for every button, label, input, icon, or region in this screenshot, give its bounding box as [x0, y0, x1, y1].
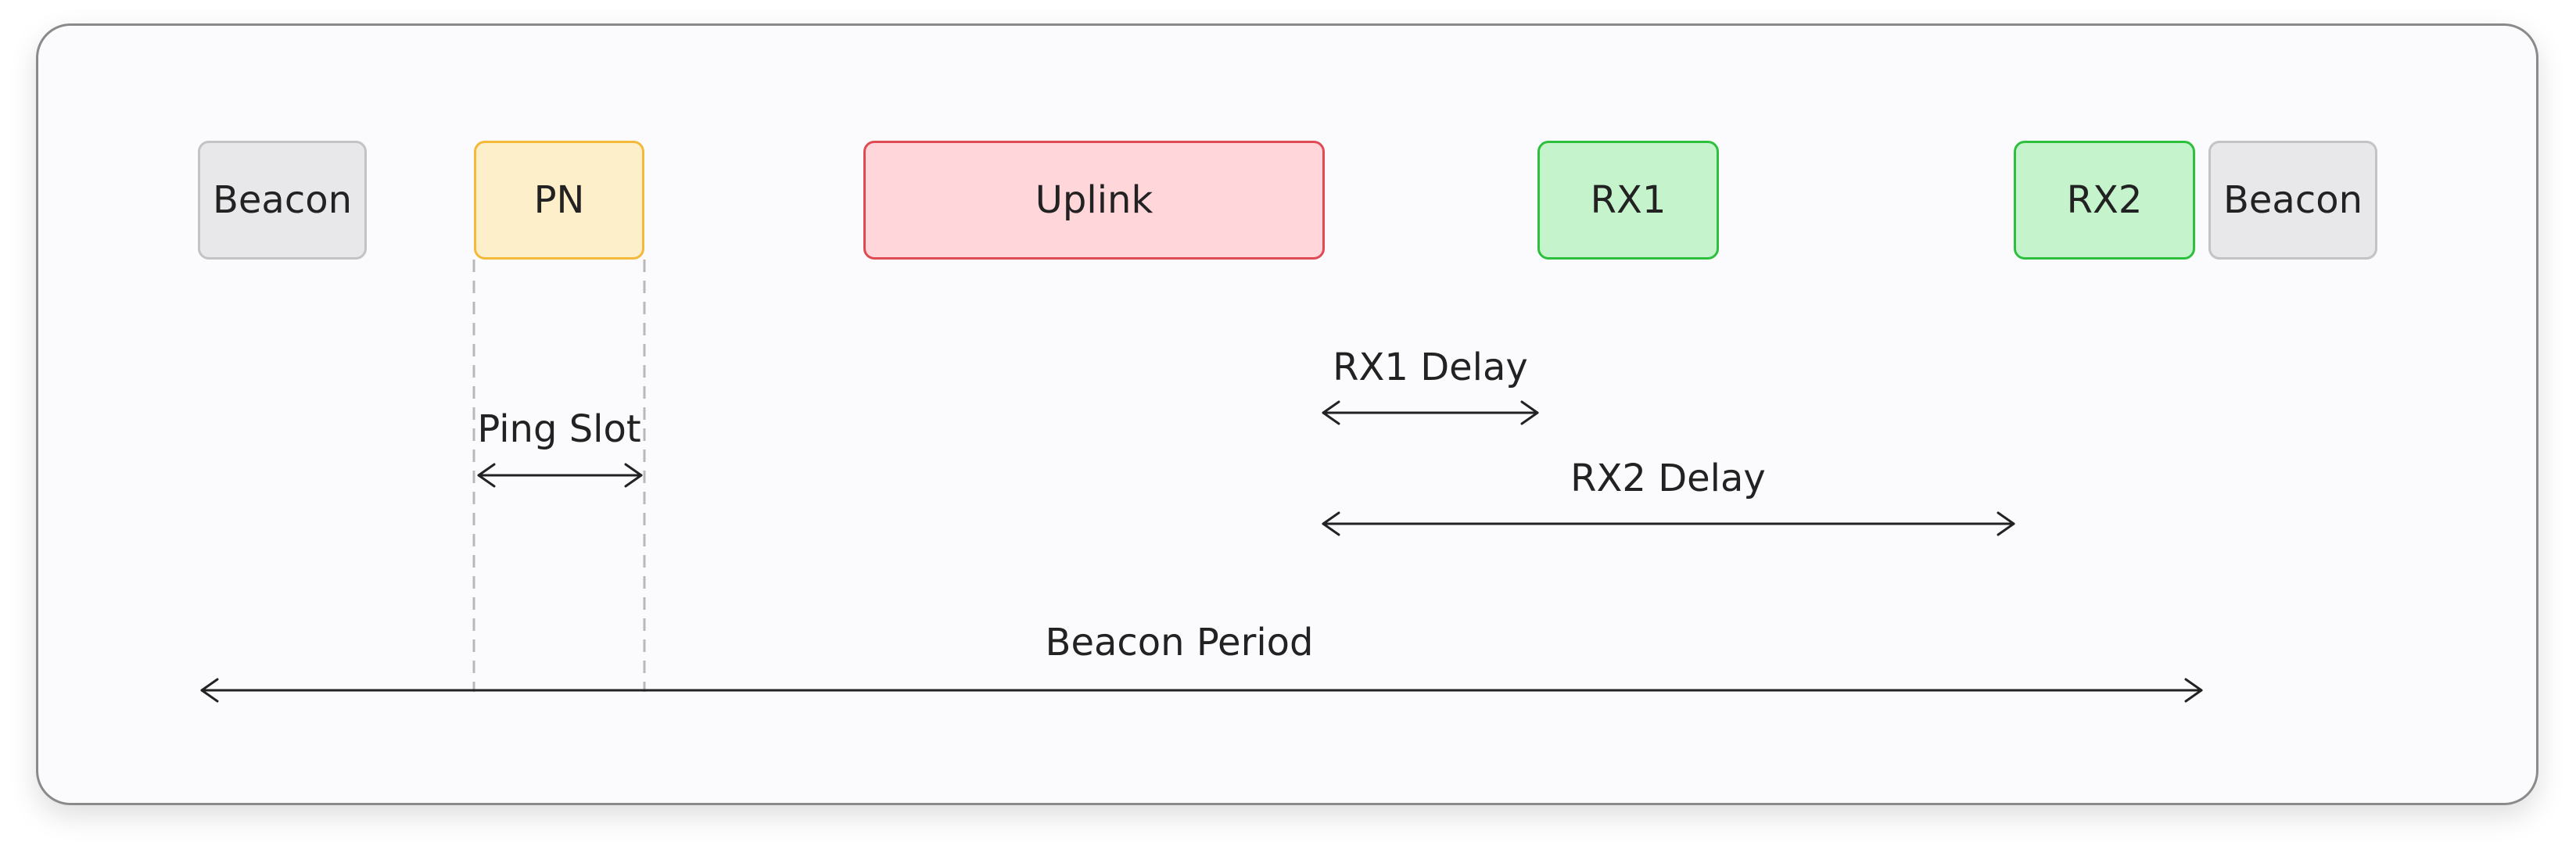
beacon-period-label: Beacon Period	[1045, 621, 1314, 664]
rx2-block: RX2	[2014, 141, 2195, 260]
rx1-block: RX1	[1537, 141, 1719, 260]
rx1-delay-label: RX1 Delay	[1333, 346, 1528, 389]
rx2-delay-arrow	[1322, 511, 2015, 536]
beacon-start-block: Beacon	[198, 141, 367, 260]
rx1-delay-arrow	[1322, 400, 1539, 425]
ping-slot-arrow	[477, 463, 643, 488]
beacon-period-arrow	[200, 678, 2203, 703]
beacon-end-block: Beacon	[2208, 141, 2377, 260]
ping-slot-label: Ping Slot	[477, 407, 641, 451]
rx2-delay-label: RX2 Delay	[1570, 457, 1766, 500]
uplink-block: Uplink	[863, 141, 1325, 260]
ping-slot-block: PN	[474, 141, 644, 260]
ping-slot-guides	[472, 260, 646, 692]
